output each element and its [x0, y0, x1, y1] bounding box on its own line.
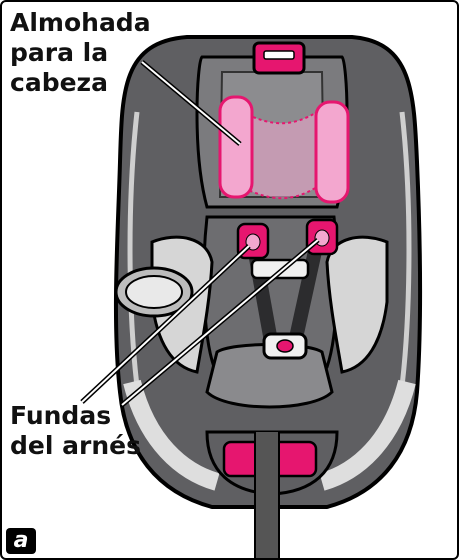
headrest-label-line-3: cabeza	[10, 68, 108, 97]
headrest-label-line-1: Almohada	[10, 8, 151, 37]
side-wing-right	[325, 235, 389, 374]
headrest-pad-right	[314, 100, 350, 204]
panel-letter-badge: a	[6, 528, 36, 554]
harness-covers-label: Fundas del arnés	[10, 401, 141, 461]
headrest-label: Almohada para la cabeza	[10, 8, 151, 98]
shell-band-left	[123, 379, 220, 491]
headrest-pad-cover	[241, 110, 318, 200]
harness-strap-right	[287, 240, 324, 349]
headrest-pad-left	[218, 95, 254, 199]
harness-label-line-1: Fundas	[10, 401, 112, 430]
seat-cushion	[205, 343, 334, 409]
buckle-icon	[262, 332, 308, 360]
headrest-label-line-2: para la	[10, 38, 109, 67]
harness-label-line-2: del arnés	[10, 431, 141, 460]
cup-holder-icon	[114, 266, 194, 318]
shell-band-right	[319, 379, 416, 491]
